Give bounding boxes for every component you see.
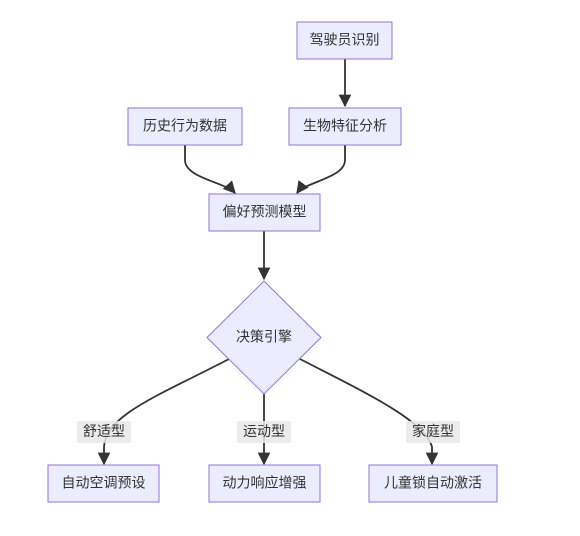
node-label: 生物特征分析 bbox=[303, 119, 387, 135]
edge-biometric-to-model bbox=[296, 145, 346, 195]
node-label: 驾驶员识别 bbox=[310, 33, 380, 49]
edge-label-bg bbox=[77, 421, 131, 443]
node-label: 动力响应增强 bbox=[223, 475, 307, 492]
node-box bbox=[47, 464, 160, 503]
edge-engine-to-childlock bbox=[299, 358, 439, 466]
node-diamond bbox=[206, 280, 322, 395]
node-power-response-boost[interactable]: 动力响应增强 bbox=[208, 464, 321, 503]
node-box bbox=[208, 193, 321, 232]
node-preference-model[interactable]: 偏好预测模型 bbox=[208, 193, 321, 232]
node-box bbox=[288, 107, 402, 146]
node-biometric-analysis[interactable]: 生物特征分析 bbox=[288, 107, 402, 146]
node-driver-identification[interactable]: 驾驶员识别 bbox=[296, 21, 393, 60]
edge-label-family: 家庭型 bbox=[406, 421, 460, 443]
node-box bbox=[368, 464, 498, 503]
node-child-lock-activation[interactable]: 儿童锁自动激活 bbox=[368, 464, 498, 503]
edge-labels: 舒适型 运动型 家庭型 bbox=[77, 421, 460, 443]
node-box bbox=[208, 464, 321, 503]
node-label: 自动空调预设 bbox=[62, 476, 146, 492]
nodes: 驾驶员识别 历史行为数据 生物特征分析 偏好预测模型 决策引擎 自动空调预设 动… bbox=[47, 21, 498, 503]
node-label: 历史行为数据 bbox=[143, 119, 227, 135]
node-label: 决策引擎 bbox=[236, 329, 292, 346]
edge-label-sport: 运动型 bbox=[237, 421, 291, 443]
node-box bbox=[296, 21, 393, 60]
edge-label-text: 家庭型 bbox=[412, 423, 454, 440]
edge-label-bg bbox=[237, 421, 291, 443]
node-auto-climate-preset[interactable]: 自动空调预设 bbox=[47, 464, 160, 503]
edge-label-bg bbox=[406, 421, 460, 443]
edge-history-to-model bbox=[184, 145, 236, 194]
edge-engine-to-climate bbox=[97, 358, 230, 466]
node-decision-engine[interactable]: 决策引擎 bbox=[206, 280, 322, 395]
node-label: 偏好预测模型 bbox=[223, 205, 307, 221]
node-history-data[interactable]: 历史行为数据 bbox=[127, 107, 243, 146]
node-box bbox=[127, 107, 243, 146]
edge-label-comfort: 舒适型 bbox=[77, 421, 131, 443]
edge-label-text: 舒适型 bbox=[83, 424, 125, 440]
node-label: 儿童锁自动激活 bbox=[384, 475, 482, 492]
edge-label-text: 运动型 bbox=[243, 424, 285, 440]
